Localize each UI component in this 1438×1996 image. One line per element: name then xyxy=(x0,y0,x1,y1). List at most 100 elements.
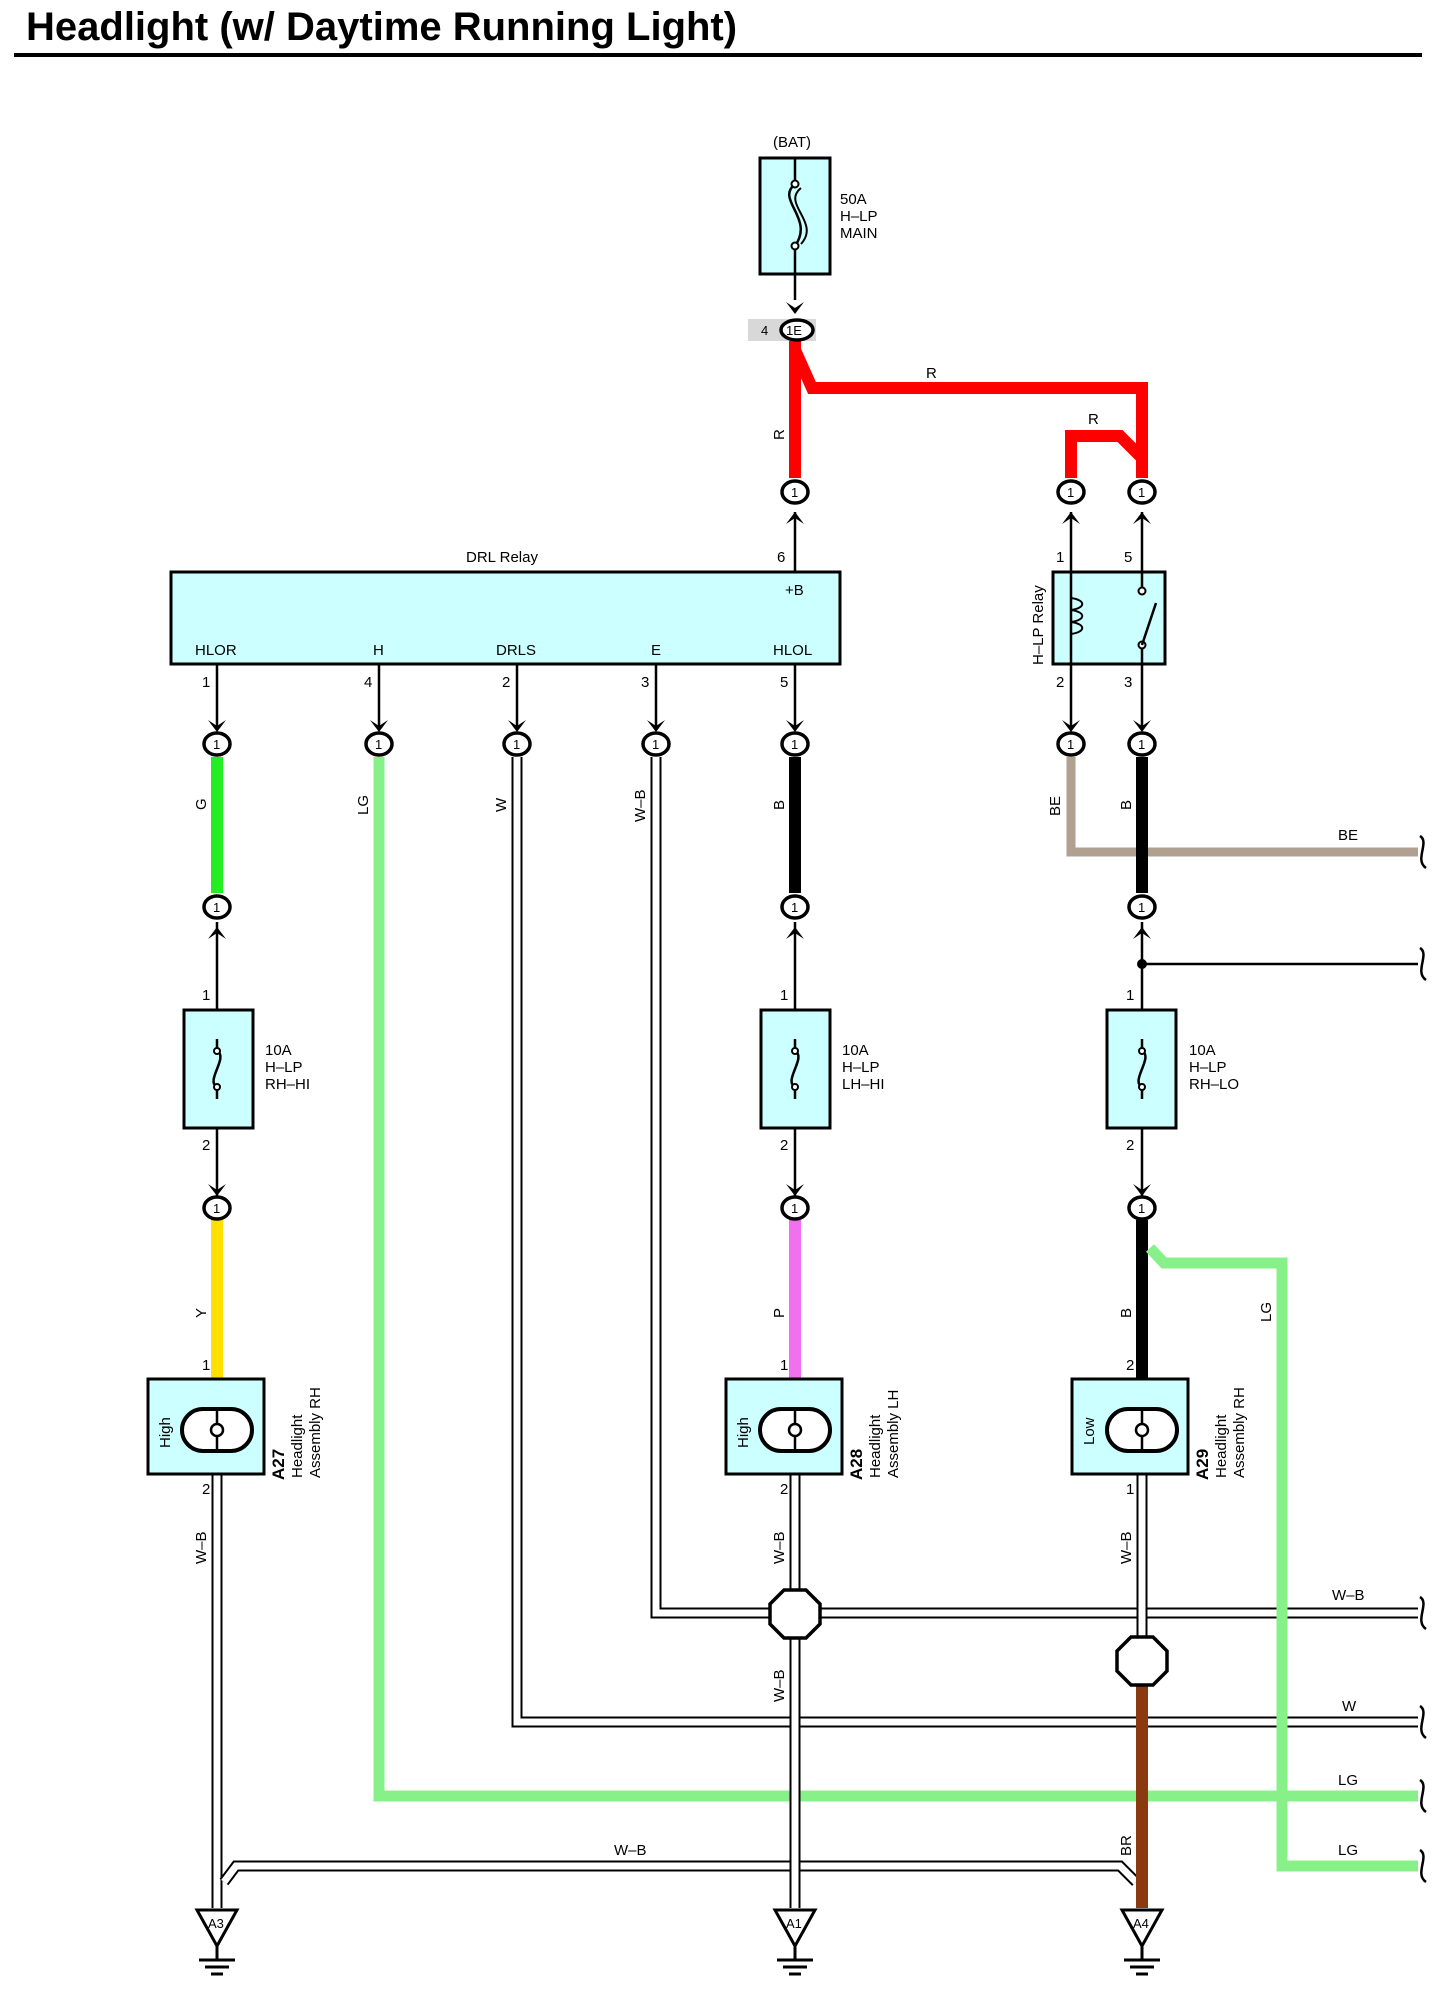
drl-pin-h: 4 xyxy=(364,674,372,691)
wire-be xyxy=(1066,757,1418,857)
bat-label: (BAT) xyxy=(773,134,811,151)
hlp-pin-2: 2 xyxy=(1056,674,1064,691)
wire-lg xyxy=(373,757,1418,1802)
connector-b-low-top-pin: 1 xyxy=(1138,1201,1145,1216)
junction-id: 1E xyxy=(786,323,802,338)
headlight-a27 xyxy=(146,1377,266,1476)
connector-hlor-pin: 1 xyxy=(213,737,220,752)
fuse-rh-hi-pin-top: 1 xyxy=(202,987,210,1004)
connector-g-bottom-pin: 1 xyxy=(213,900,220,915)
connector-e-pin: 1 xyxy=(652,737,659,752)
headlight-a27-name2: Assembly RH xyxy=(307,1387,324,1478)
label-b-relay: B xyxy=(1118,800,1135,810)
hlp-relay-switch xyxy=(1137,572,1158,664)
fuse-rh-lo-label-3: RH–LO xyxy=(1189,1076,1239,1093)
connector-y-top-pin: 1 xyxy=(213,1201,220,1216)
fuse-lh-hi xyxy=(759,1008,832,1130)
main-fuse-label-3: MAIN xyxy=(840,225,878,242)
headlight-a29-name2: Assembly RH xyxy=(1231,1387,1248,1478)
drl-terminal-e: E xyxy=(651,642,661,659)
connector-hlp-1-pin: 1 xyxy=(1067,485,1074,500)
label-w-right: W xyxy=(1342,1698,1357,1715)
splice-a29 xyxy=(1115,1635,1169,1687)
label-wb-a27: W–B xyxy=(193,1531,210,1564)
connectors: 1 1 1 1 1 1 1 xyxy=(202,479,1157,1221)
fuse-rh-lo-pin-bottom: 2 xyxy=(1126,1137,1134,1154)
headlight-a27-pin-bottom: 2 xyxy=(202,1481,210,1498)
headlight-a29-id: A29 xyxy=(1193,1449,1212,1480)
label-r-top: R xyxy=(926,365,937,382)
wires xyxy=(211,275,1418,1908)
drl-relay-name: DRL Relay xyxy=(466,549,538,566)
connector-hlp-2-pin: 1 xyxy=(1067,737,1074,752)
drl-terminal-hlor: HLOR xyxy=(195,642,237,659)
label-lg-right1: LG xyxy=(1338,1772,1358,1789)
fuse-lh-hi-pin-bottom: 2 xyxy=(780,1137,788,1154)
label-wb-right: W–B xyxy=(1332,1587,1365,1604)
main-fuse-label-2: H–LP xyxy=(840,208,878,225)
label-wb-a28: W–B xyxy=(771,1531,788,1564)
label-lg-right: LG xyxy=(1258,1302,1275,1322)
headlight-a28-pin-top: 1 xyxy=(780,1357,788,1374)
headlight-a29 xyxy=(1070,1377,1190,1476)
fuse-rh-lo-pin-top: 1 xyxy=(1126,987,1134,1004)
drl-terminal-h: H xyxy=(373,642,384,659)
connector-r-main-pin: 1 xyxy=(791,485,798,500)
headlight-a28-name2: Assembly LH xyxy=(885,1390,902,1478)
label-w: W xyxy=(493,797,510,812)
headlight-a27-id: A27 xyxy=(269,1449,288,1480)
wire-lg-right xyxy=(1145,1244,1418,1872)
fuse-rh-hi-pin-bottom: 2 xyxy=(202,1137,210,1154)
label-lg: LG xyxy=(355,795,372,815)
wire-r-branch xyxy=(789,347,1148,478)
hlp-relay-coil xyxy=(1069,572,1084,664)
ground-a1-label: A1 xyxy=(786,1916,802,1931)
headlight-a28-id: A28 xyxy=(847,1449,866,1480)
headlight-a27-name1: Headlight xyxy=(289,1414,306,1478)
ground-a4-label: A4 xyxy=(1133,1916,1149,1931)
main-fuse-icon xyxy=(788,158,808,274)
fuse-lh-hi-pin-top: 1 xyxy=(780,987,788,1004)
drl-pin-e: 3 xyxy=(641,674,649,691)
fuse-lh-hi-label-3: LH–HI xyxy=(842,1076,885,1093)
main-fuse-label-1: 50A xyxy=(840,191,867,208)
label-y: Y xyxy=(193,1308,210,1318)
fuse-lh-hi-label-2: H–LP xyxy=(842,1059,880,1076)
label-r-main: R xyxy=(771,429,788,440)
label-lg-right2: LG xyxy=(1338,1842,1358,1859)
headlight-a28 xyxy=(724,1377,844,1476)
splice-a28 xyxy=(768,1588,822,1640)
drl-relay-plusb: +B xyxy=(785,582,804,599)
headlight-a27-beam: High xyxy=(157,1417,174,1448)
drl-pin-hlol: 5 xyxy=(780,674,788,691)
fuse-rh-lo-label-1: 10A xyxy=(1189,1042,1216,1059)
label-b: B xyxy=(771,800,788,810)
fuse-lh-hi-label-1: 10A xyxy=(842,1042,869,1059)
headlight-a28-name1: Headlight xyxy=(867,1414,884,1478)
fuse-rh-hi-label-1: 10A xyxy=(265,1042,292,1059)
connector-hlp-5-pin: 1 xyxy=(1138,485,1145,500)
label-be-vert: BE xyxy=(1047,796,1064,816)
headlight-a28-beam: High xyxy=(735,1417,752,1448)
fuse-rh-hi xyxy=(182,1008,255,1130)
label-br: BR xyxy=(1118,1835,1135,1856)
wire-breaks xyxy=(1418,834,1428,1884)
label-g: G xyxy=(193,798,210,810)
ground-a3-label: A3 xyxy=(208,1916,224,1931)
headlight-a28-pin-bottom: 2 xyxy=(780,1481,788,1498)
connector-b-bottom-pin: 1 xyxy=(791,900,798,915)
headlight-a27-pin-top: 1 xyxy=(202,1357,210,1374)
drl-pin-hlor: 1 xyxy=(202,674,210,691)
connector-h-pin: 1 xyxy=(375,737,382,752)
label-wb-bottom: W–B xyxy=(614,1842,647,1859)
headlight-a29-pin-top: 2 xyxy=(1126,1357,1134,1374)
fuse-rh-hi-label-2: H–LP xyxy=(265,1059,303,1076)
fuse-rh-hi-label-3: RH–HI xyxy=(265,1076,310,1093)
label-wb-a29: W–B xyxy=(1118,1531,1135,1564)
drl-pin-drls: 2 xyxy=(502,674,510,691)
hlp-pin-1: 1 xyxy=(1056,549,1064,566)
label-r-small: R xyxy=(1088,411,1099,428)
junction-pin: 4 xyxy=(761,323,768,338)
page-title: Headlight (w/ Daytime Running Light) xyxy=(26,5,737,49)
